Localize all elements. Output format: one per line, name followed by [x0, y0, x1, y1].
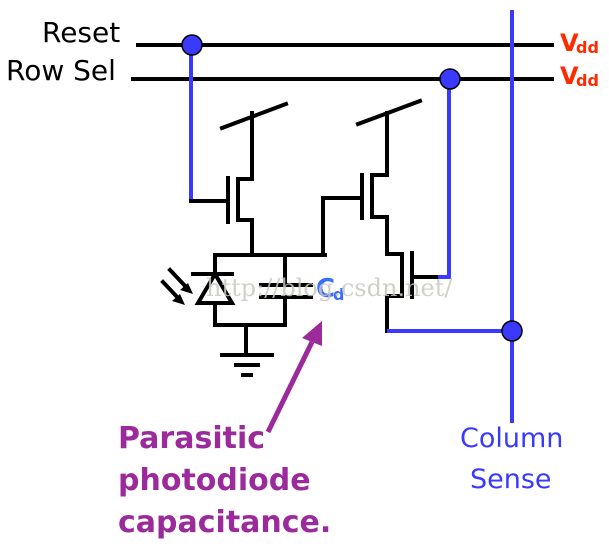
parasitic-capacitor: [259, 253, 313, 327]
row-sel-label: Row Sel: [6, 54, 116, 87]
light-arrows-icon: [160, 267, 193, 305]
vdd-label-reset-rail: V dd: [560, 29, 599, 57]
svg-text:d: d: [333, 285, 344, 304]
reset-junction-dot: [181, 34, 203, 56]
column-label-line-1: Column: [460, 423, 563, 454]
annotation-line-2: photodiode: [118, 463, 311, 498]
row-select-gate-wire: [435, 79, 451, 279]
row-sel-junction-dot: [439, 68, 461, 90]
source-follower-transistor: [321, 98, 423, 257]
annotation-arrow-icon: [265, 321, 322, 434]
photodiode: [191, 253, 287, 327]
reset-transistor: [189, 101, 289, 257]
annotation-line-3: capacitance.: [118, 505, 331, 540]
capacitor-label: C d: [316, 274, 344, 304]
vdd-label-row-rail: V dd: [560, 62, 599, 90]
svg-text:dd: dd: [576, 38, 599, 57]
watermark: http://blog.csdn.net/: [206, 274, 453, 302]
column-label-line-2: Sense: [470, 464, 552, 495]
svg-text:V: V: [560, 62, 579, 90]
annotation-line-1: Parasitic: [118, 421, 265, 456]
row-select-transistor: [385, 251, 438, 333]
svg-text:dd: dd: [576, 71, 599, 90]
reset-label: Reset: [42, 16, 120, 49]
ground-icon: [220, 323, 274, 377]
svg-text:V: V: [560, 29, 579, 57]
svg-text:C: C: [316, 274, 335, 304]
column-junction-dot: [501, 320, 523, 342]
